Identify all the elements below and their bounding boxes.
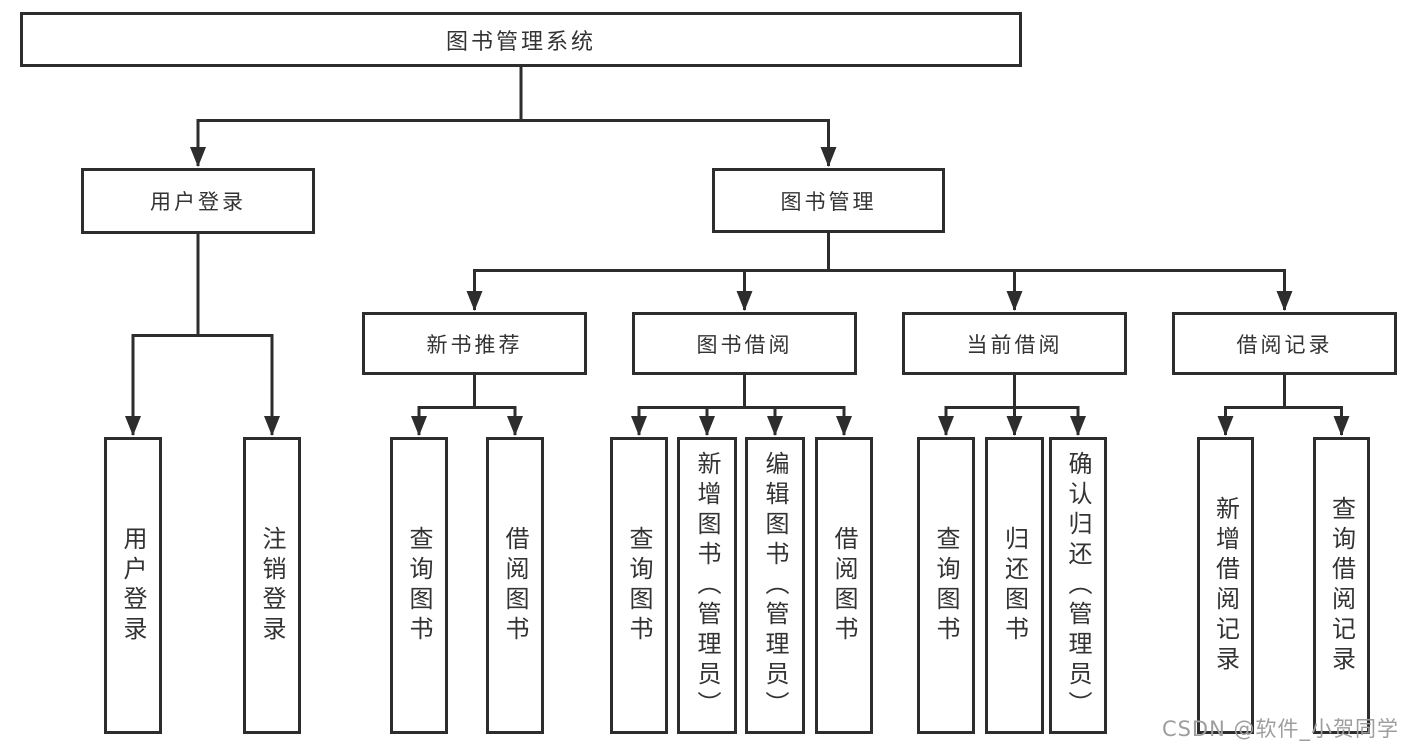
node-label: 新书推荐 — [426, 332, 523, 357]
node-label: 借阅图书 — [830, 525, 858, 646]
node-query-borrow-record: 查询借阅记录 — [1313, 437, 1370, 734]
node-label: 新增图书（管理员） — [693, 450, 721, 721]
node-add-book-admin: 新增图书（管理员） — [677, 437, 737, 734]
node-add-borrow-record: 新增借阅记录 — [1197, 437, 1254, 734]
node-book-management: 图书管理 — [712, 168, 945, 233]
node-confirm-return-admin: 确认归还（管理员） — [1049, 437, 1107, 734]
node-user-login-leaf: 用户登录 — [104, 437, 162, 734]
node-return-book: 归还图书 — [985, 437, 1044, 734]
node-query-books-1: 查询图书 — [390, 437, 448, 734]
node-label: 归还图书 — [1000, 525, 1029, 646]
node-edit-book-admin: 编辑图书（管理员） — [745, 437, 805, 734]
node-label: 用户登录 — [150, 190, 246, 214]
node-borrow-records: 借阅记录 — [1172, 312, 1397, 375]
node-label: 借阅图书 — [501, 525, 529, 646]
node-book-borrowing: 图书借阅 — [632, 312, 857, 375]
csdn-watermark: CSDN @软件_小贺同学 — [1161, 717, 1399, 741]
node-label: 注销登录 — [258, 525, 286, 646]
node-logout: 注销登录 — [243, 437, 301, 734]
node-label: 查询借阅记录 — [1327, 495, 1356, 676]
node-label: 查询图书 — [932, 525, 960, 646]
node-label: 确认归还（管理员） — [1064, 450, 1092, 721]
node-label: 查询图书 — [405, 525, 433, 646]
node-borrow-books-2: 借阅图书 — [815, 437, 873, 734]
node-new-book-recommend: 新书推荐 — [362, 312, 587, 375]
node-user-login: 用户登录 — [81, 168, 315, 234]
node-label: 图书管理系统 — [445, 29, 596, 55]
node-label: 借阅记录 — [1236, 332, 1333, 357]
node-label: 用户登录 — [119, 525, 147, 646]
node-current-borrowing: 当前借阅 — [902, 312, 1127, 375]
node-label: 查询图书 — [625, 525, 653, 646]
node-label: 编辑图书（管理员） — [761, 450, 789, 721]
node-borrow-books-1: 借阅图书 — [486, 437, 544, 734]
node-label: 新增借阅记录 — [1211, 495, 1240, 676]
node-label: 当前借阅 — [966, 332, 1063, 357]
node-library-system: 图书管理系统 — [20, 12, 1022, 67]
node-query-books-2: 查询图书 — [610, 437, 668, 734]
node-label: 图书借阅 — [696, 332, 793, 357]
node-label: 图书管理 — [780, 189, 877, 214]
node-query-books-3: 查询图书 — [917, 437, 975, 734]
